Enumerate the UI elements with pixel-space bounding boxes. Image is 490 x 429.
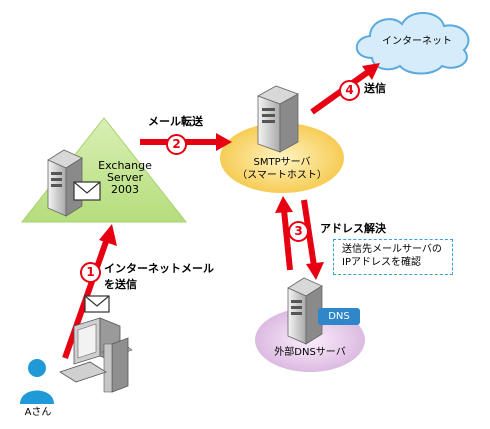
internet-label: インターネット bbox=[382, 36, 452, 47]
step-4-number: 4 bbox=[339, 80, 360, 101]
step-2-label: メール転送 bbox=[148, 115, 203, 128]
step-3-label: アドレス解決 bbox=[320, 222, 386, 235]
step-3-number: 3 bbox=[288, 221, 309, 242]
envelope-icon bbox=[73, 181, 101, 201]
exchange-label-line: Server bbox=[106, 171, 144, 184]
smtp-label-line: SMTPサーバ bbox=[253, 157, 311, 168]
exchange-label: Exchange Server 2003 bbox=[90, 160, 160, 196]
dns-note-line: 送信先メールサーバの bbox=[342, 244, 442, 255]
user-icon bbox=[20, 359, 54, 404]
user-label: Aさん bbox=[24, 407, 52, 418]
step-1-label-line: インターネットメール bbox=[104, 262, 214, 275]
step-2-number: 2 bbox=[166, 134, 187, 155]
exchange-label-line: 2003 bbox=[111, 183, 139, 196]
step-4-label: 送信 bbox=[364, 82, 386, 95]
step-1-number: 1 bbox=[80, 262, 101, 283]
dns-server-label: 外部DNSサーバ bbox=[274, 347, 346, 358]
step-1-label-line: を送信 bbox=[104, 278, 137, 291]
server-icon bbox=[287, 277, 323, 345]
arrow-step-3-down bbox=[301, 199, 324, 280]
pc-icon bbox=[59, 317, 133, 393]
smtp-label-line: （スマートホスト） bbox=[237, 170, 327, 181]
arrow-step-3-up bbox=[275, 196, 293, 271]
server-icon bbox=[257, 85, 299, 153]
step-1-label: インターネットメール を送信 bbox=[104, 261, 214, 293]
cloud-icon bbox=[355, 11, 470, 75]
dns-note-box: 送信先メールサーバの IPアドレスを確認 bbox=[333, 239, 453, 275]
smtp-label: SMTPサーバ （スマートホスト） bbox=[232, 156, 332, 182]
dns-badge: DNS bbox=[318, 308, 360, 325]
dns-note-line: IPアドレスを確認 bbox=[342, 257, 421, 268]
smtp-ellipse bbox=[220, 123, 344, 193]
exchange-label-line: Exchange bbox=[98, 159, 152, 172]
envelope-icon bbox=[84, 295, 110, 313]
server-icon bbox=[47, 149, 83, 217]
